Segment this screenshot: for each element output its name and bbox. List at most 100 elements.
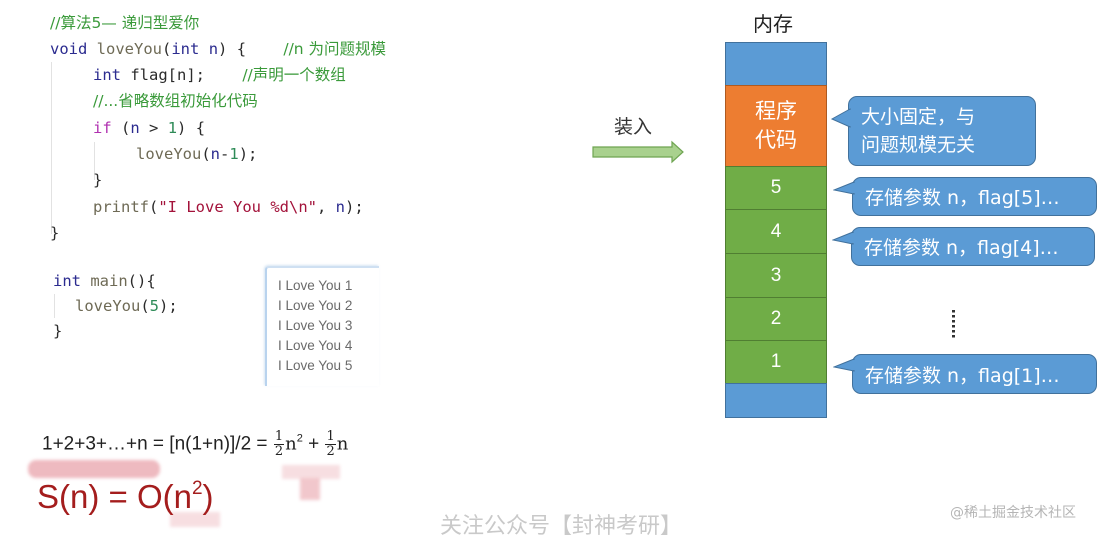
string-literal: "I Love You %d\n" bbox=[158, 198, 317, 216]
program-code-label: 代码 bbox=[755, 128, 797, 152]
callout-line: 大小固定，与 bbox=[861, 106, 976, 128]
code-main-block: int main(){ loveYou(5); } bbox=[53, 268, 253, 348]
var-n: n bbox=[335, 198, 345, 216]
callout-tail-icon bbox=[833, 181, 855, 195]
code-main-signature: int main(){ bbox=[53, 268, 156, 294]
space-complexity: S(n) = O(n2) bbox=[37, 478, 214, 516]
indent-guide bbox=[51, 62, 52, 234]
console-output: I Love You 1 I Love You 2 I Love You 3 I… bbox=[265, 266, 379, 386]
code-decl: int flag[n]; //声明一个数组 bbox=[93, 62, 346, 88]
callout-text: 存储参数 n，flag[1]… bbox=[865, 364, 1060, 387]
mosaic-artifact bbox=[282, 465, 340, 479]
callout-text: 存储参数 n，flag[4]… bbox=[864, 237, 1059, 259]
load-label: 装入 bbox=[614, 116, 653, 138]
code-close-main: } bbox=[53, 322, 63, 340]
punc: ); bbox=[238, 145, 258, 163]
frame-label: 1 bbox=[770, 351, 782, 372]
decl-text: flag[n]; bbox=[130, 66, 205, 84]
callout-frame-1: 存储参数 n，flag[1]… bbox=[833, 354, 1097, 394]
output-line: I Love You 5 bbox=[278, 358, 353, 373]
punc: ) { bbox=[218, 40, 247, 58]
denominator: 2 bbox=[274, 444, 284, 459]
stack-frame-1: 1 bbox=[725, 340, 827, 384]
vertical-ellipsis-icon bbox=[952, 310, 955, 340]
op: > bbox=[139, 119, 168, 137]
frame-label: 5 bbox=[770, 177, 782, 198]
output-line: I Love You 1 bbox=[278, 278, 353, 293]
indent-guide bbox=[94, 142, 95, 180]
memory-column: 程序 代码 5 4 3 2 1 bbox=[725, 42, 827, 418]
punc: ) { bbox=[177, 119, 206, 137]
callout-text: 存储参数 n，flag[5]… bbox=[865, 187, 1060, 209]
code-recursive-call: loveYou(n-1); bbox=[136, 141, 257, 167]
complexity-close: ) bbox=[202, 478, 214, 515]
term: n bbox=[336, 433, 349, 455]
callout-frame-5: 存储参数 n，flag[5]… bbox=[833, 177, 1097, 216]
stack-frame-3: 3 bbox=[725, 253, 827, 298]
code-main-call: loveYou(5); bbox=[75, 293, 178, 319]
output-line: I Love You 2 bbox=[278, 298, 353, 313]
fn-name: loveYou bbox=[75, 297, 141, 315]
indent-guide bbox=[54, 294, 55, 318]
op: - bbox=[220, 145, 230, 163]
callout-text: 大小固定，与 问题规模无关 bbox=[861, 103, 975, 159]
punc: , bbox=[316, 198, 336, 216]
formula-lhs: 1+2+3+…+n = [n(1+n)]/2 = bbox=[42, 433, 273, 455]
term: n bbox=[285, 433, 297, 455]
code-comment: //n 为问题规模 bbox=[283, 40, 387, 58]
complexity-text: S(n) = O(n bbox=[37, 478, 192, 515]
output-line: I Love You 4 bbox=[278, 338, 353, 353]
callout-tail-icon bbox=[831, 108, 851, 128]
program-code-label: 程序 bbox=[755, 99, 797, 123]
frame-label: 3 bbox=[770, 264, 782, 286]
var-n: n bbox=[210, 145, 221, 163]
code-close-if: } bbox=[93, 171, 103, 189]
numerator: 1 bbox=[273, 429, 285, 445]
plus: + bbox=[302, 433, 325, 455]
var-n: n bbox=[130, 119, 140, 137]
kw-int: int bbox=[53, 272, 81, 290]
kw-void: void bbox=[50, 40, 88, 58]
mosaic-artifact bbox=[300, 478, 320, 500]
exponent: 2 bbox=[191, 478, 203, 499]
num: 5 bbox=[149, 297, 160, 315]
fn-name: printf bbox=[93, 198, 149, 216]
exponent: 2 bbox=[296, 432, 303, 445]
stack-frame-2: 2 bbox=[725, 297, 827, 341]
fn-name: loveYou bbox=[136, 145, 202, 163]
stack-frame-5: 5 bbox=[725, 166, 827, 210]
punc: ( bbox=[111, 119, 131, 137]
code-block: //算法5— 递归型爱你 void loveYou(int n) { //n 为… bbox=[50, 10, 470, 250]
load-arrow-icon bbox=[592, 140, 684, 164]
callout-line: 问题规模无关 bbox=[861, 134, 976, 156]
num: 1 bbox=[167, 119, 178, 137]
punc: ); bbox=[159, 297, 178, 315]
code-close-func: } bbox=[50, 224, 60, 242]
frame-label: 4 bbox=[770, 220, 782, 242]
mosaic-artifact bbox=[28, 460, 160, 478]
punc: ); bbox=[345, 198, 364, 216]
watermark-right: @稀土掘金技术社区 bbox=[950, 505, 1076, 521]
fn-name: main bbox=[90, 272, 128, 290]
watermark-center: 关注公众号【封神考研】 bbox=[440, 514, 683, 539]
memory-title: 内存 bbox=[753, 12, 793, 36]
stack-frame-4: 4 bbox=[725, 209, 827, 254]
num: 1 bbox=[229, 145, 239, 163]
callout-tail-icon bbox=[833, 358, 855, 372]
memory-bottom-block bbox=[725, 383, 827, 418]
param-n: n bbox=[208, 40, 219, 58]
fn-name: loveYou bbox=[96, 40, 162, 58]
punc: ( bbox=[162, 40, 172, 58]
code-comment-title: //算法5— 递归型爱你 bbox=[50, 14, 200, 32]
kw-if: if bbox=[93, 119, 112, 137]
output-line: I Love You 3 bbox=[278, 318, 353, 333]
code-if: if (n > 1) { bbox=[93, 115, 205, 141]
kw-int: int bbox=[171, 40, 200, 58]
memory-top-block bbox=[725, 42, 827, 86]
numerator: 1 bbox=[325, 429, 336, 445]
code-comment: //声明一个数组 bbox=[242, 66, 346, 84]
punc: (){ bbox=[127, 272, 156, 290]
